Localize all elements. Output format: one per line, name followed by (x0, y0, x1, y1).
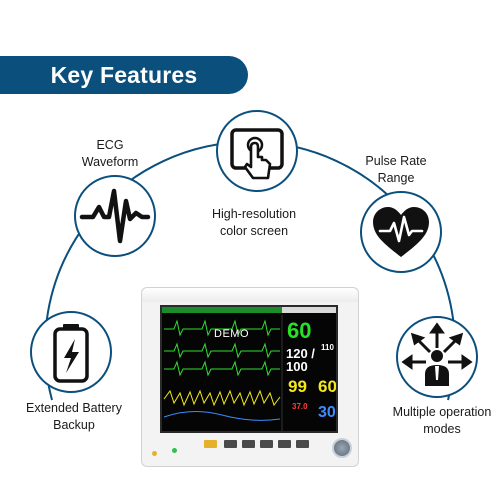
monitor-button (296, 440, 309, 448)
modes-feature-circle (396, 316, 478, 398)
heart-pulse-icon (373, 207, 429, 257)
monitor-button (260, 440, 273, 448)
heart-rate-value: 60 (287, 318, 312, 343)
battery-feature-circle (30, 311, 112, 393)
battery-charging-icon (53, 324, 89, 383)
monitor-screen: DEMO 60 120 / 100 110 99 60 37.0 30 (160, 305, 338, 433)
screen-status-info (282, 307, 336, 313)
banner-title: Key Features (50, 62, 198, 88)
monitor-waveforms (163, 315, 283, 431)
status-led (172, 448, 177, 453)
battery-label: Extended Battery Backup (26, 401, 122, 432)
bp-extra-value: 110 (321, 343, 334, 352)
ecg-waveform-icon (79, 188, 151, 244)
patient-monitor-image: DEMO 60 120 / 100 110 99 60 37.0 30 (141, 287, 359, 467)
pulse-feature-circle (360, 191, 442, 273)
screen-status-bar (162, 307, 336, 313)
screen-feature-circle (216, 110, 298, 192)
monitor-button (224, 440, 237, 448)
screen-label: High-resolution color screen (211, 207, 297, 238)
demo-watermark: DEMO (214, 328, 249, 340)
monitor-button (278, 440, 291, 448)
resp-value: 30 (318, 404, 336, 421)
pulse-label: Pulse Rate Range (365, 154, 427, 185)
monitor-button (242, 440, 255, 448)
power-led (152, 451, 157, 456)
pulse-rate-value: 60 (318, 377, 337, 396)
control-knob (332, 438, 352, 458)
key-features-banner: Key Features (0, 56, 248, 94)
person-arrows-icon (401, 322, 473, 386)
monitor-button (204, 440, 217, 448)
ecg-label: ECG Waveform (81, 138, 139, 169)
spo2-value: 99 (288, 377, 307, 396)
blood-pressure-value: 120 / 100 (286, 346, 315, 374)
monitor-top-edge (142, 288, 358, 302)
touchscreen-icon (230, 128, 284, 180)
ecg-feature-circle (74, 175, 156, 257)
temperature-value: 37.0 (292, 402, 308, 411)
modes-label: Multiple operation modes (392, 405, 492, 436)
